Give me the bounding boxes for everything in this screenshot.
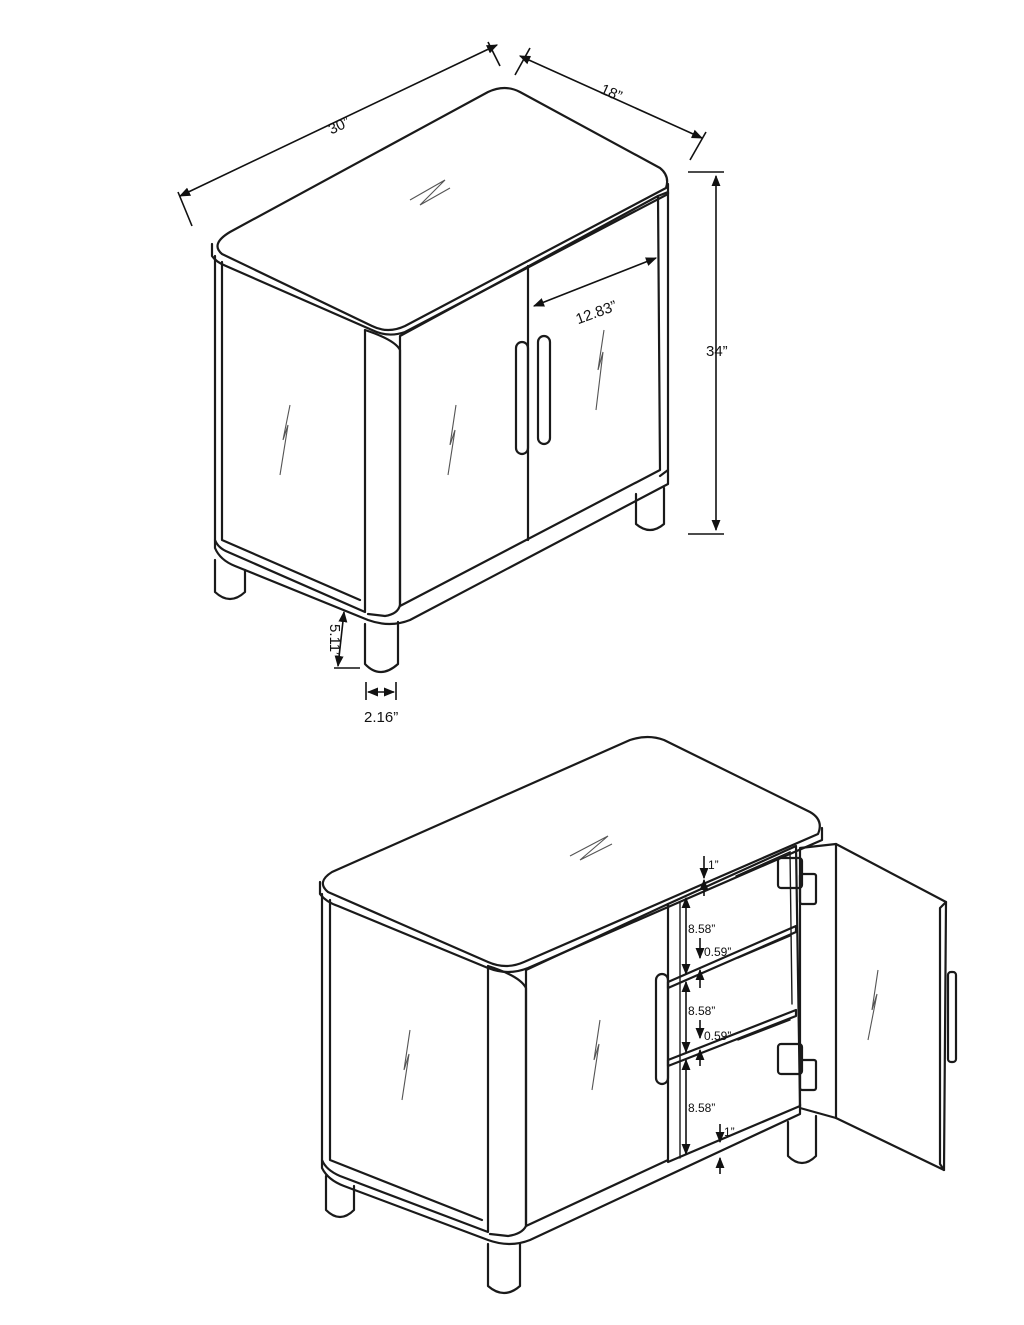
door-outer-handle [946, 970, 958, 1064]
dim-door-width-label: 12.83” [573, 298, 619, 329]
cabinet-legs [213, 486, 666, 674]
dim-leg-diameter-label: 2.16” [364, 709, 398, 726]
dim-shelf-thickness-1-label: 0.59” [704, 945, 731, 959]
dim-shelf-space-1-label: 8.58” [688, 922, 715, 936]
open-cabinet-left-door [524, 902, 670, 1228]
cabinet-front-face [398, 194, 662, 608]
cabinet-top-surface [216, 86, 669, 332]
dim-width: 30” [177, 41, 501, 227]
closed-cabinet-drawing: 30” 18” 34” 12.83” 5.11” 2.16” [177, 41, 728, 726]
dim-leg-diameter: 2.16” [364, 682, 398, 726]
open-cabinet-top-surface [321, 735, 821, 968]
dim-width-label: 30” [326, 114, 353, 139]
dim-leg-height-label: 5.11” [326, 624, 343, 657]
dim-top-gap-label: 1” [708, 858, 719, 872]
open-cabinet-drawing: 1” 8.58” 0.59” 8.58” 0.59” 8.58” 1” [318, 735, 958, 1295]
dim-shelf-space-2-label: 8.58” [688, 1004, 715, 1018]
dim-leg-height: 5.11” [326, 610, 360, 669]
open-cabinet-interior [666, 844, 802, 1164]
open-cabinet-handle [654, 972, 670, 1086]
dim-height: 34” [688, 171, 728, 535]
interior-dimensions: 1” 8.58” 0.59” 8.58” 0.59” 8.58” 1” [681, 856, 735, 1174]
door-hinges [776, 856, 818, 1092]
dim-depth: 18” [514, 47, 707, 161]
dim-shelf-thickness-2-label: 0.59” [704, 1029, 731, 1043]
dim-bottom-gap-label: 1” [724, 1125, 735, 1139]
cabinet-left-side [213, 254, 367, 614]
dim-door-width: 12.83” [532, 257, 658, 329]
dim-height-label: 34” [706, 343, 728, 360]
door-handles [514, 334, 552, 456]
shelf-2 [666, 1008, 798, 1068]
dim-shelf-space-3-label: 8.58” [688, 1101, 715, 1115]
open-cabinet-legs [324, 1114, 818, 1295]
